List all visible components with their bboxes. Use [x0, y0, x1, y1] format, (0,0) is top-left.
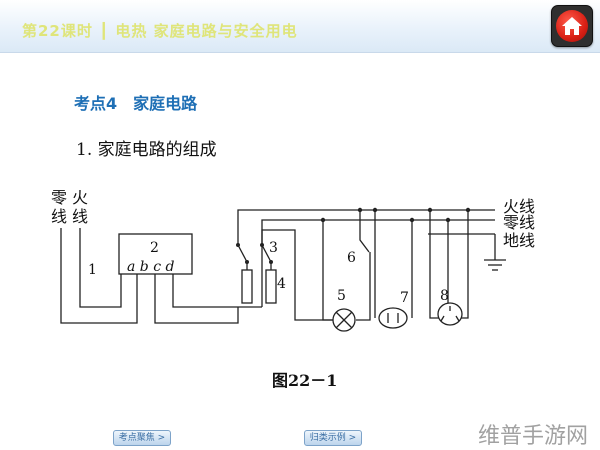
label-3: 3: [269, 240, 278, 256]
label-7: 7: [400, 290, 409, 306]
label-live-line: 火线: [503, 197, 535, 216]
lamp-icon: [332, 308, 356, 332]
label-neutral-top: 零: [51, 188, 67, 207]
lesson-title: 第22课时 ┃ 电热 家庭电路与安全用电: [22, 22, 298, 40]
home-button[interactable]: [551, 5, 593, 47]
house-icon: [556, 10, 588, 42]
prev-section-button[interactable]: 考点聚焦 >: [113, 430, 171, 446]
label-8: 8: [440, 288, 449, 304]
label-neutral-line: 零线: [503, 213, 535, 232]
meter-terminal-labels: a b c d: [127, 259, 175, 275]
figure-caption: 图22－1: [272, 371, 338, 390]
label-2: 2: [150, 240, 159, 256]
label-live-bottom: 线: [72, 207, 88, 226]
label-5: 5: [337, 288, 346, 304]
subtitle: 1. 家庭电路的组成: [76, 140, 217, 160]
watermark: 维普手游网: [478, 424, 589, 449]
label-neutral-bottom: 线: [51, 207, 67, 226]
two-pin-socket-icon: [378, 307, 408, 329]
label-1: 1: [88, 262, 97, 278]
label-live-top: 火: [72, 188, 88, 207]
header-bar: 第22课时 ┃ 电热 家庭电路与安全用电: [0, 0, 600, 53]
label-6: 6: [347, 250, 356, 266]
three-pin-socket-icon: [437, 302, 463, 326]
section-title: 考点4 家庭电路: [74, 94, 198, 113]
next-section-button[interactable]: 归类示例 >: [304, 430, 362, 446]
label-ground-line: 地线: [503, 231, 535, 250]
label-4: 4: [277, 276, 286, 292]
